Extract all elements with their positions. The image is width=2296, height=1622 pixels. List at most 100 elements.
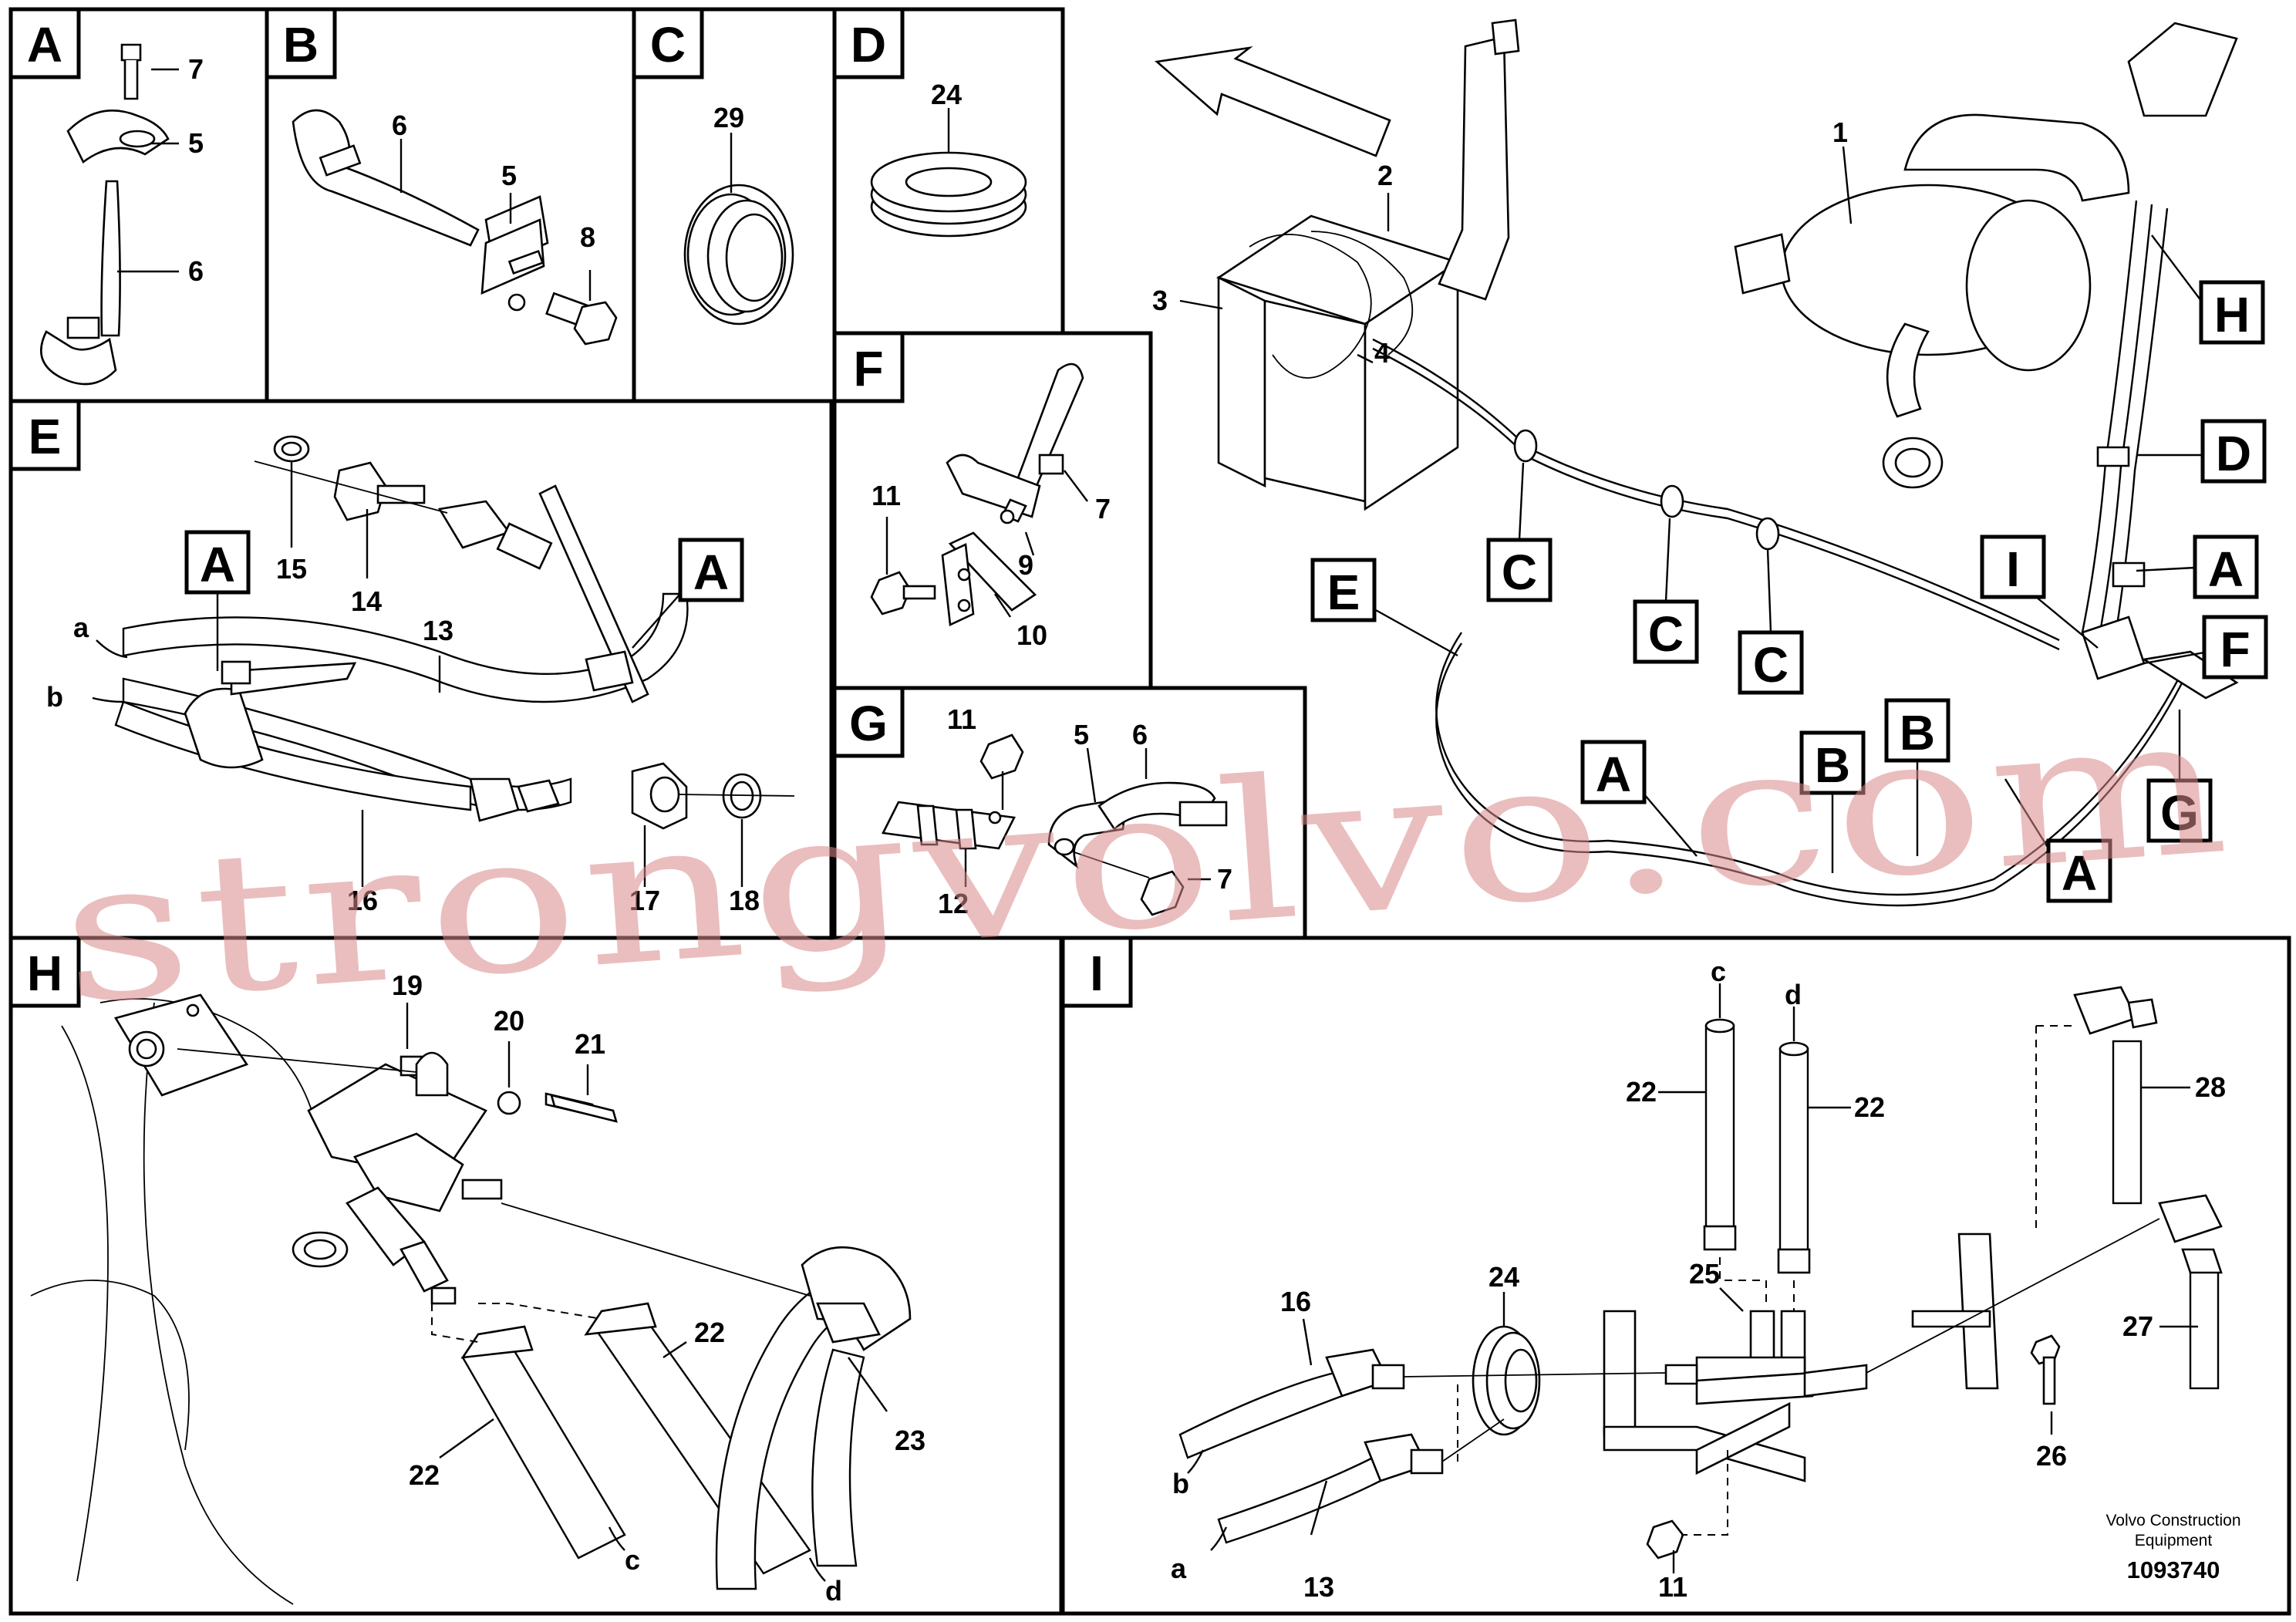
- svg-text:I: I: [1090, 946, 1104, 1001]
- panel-tag-g: G: [832, 686, 905, 758]
- svg-text:13: 13: [423, 615, 453, 646]
- svg-text:20: 20: [494, 1005, 524, 1037]
- svg-text:H: H: [2214, 287, 2250, 342]
- svg-text:17: 17: [629, 885, 660, 916]
- svg-text:3: 3: [1152, 285, 1168, 316]
- panel-tag-b: B: [265, 7, 337, 79]
- svg-text:15: 15: [276, 553, 307, 585]
- svg-text:19: 19: [392, 969, 423, 1001]
- svg-text:22: 22: [409, 1459, 440, 1491]
- svg-text:A: A: [2062, 845, 2097, 901]
- svg-text:a: a: [73, 612, 89, 643]
- panel-tag-f: F: [832, 331, 905, 403]
- svg-text:28: 28: [2195, 1071, 2226, 1103]
- svg-text:18: 18: [729, 885, 760, 916]
- panel-tag-d: D: [832, 7, 905, 79]
- publisher-subname: Equipment: [2135, 1532, 2213, 1549]
- panel-g-drawing: 11 5 6 12 7: [882, 703, 1232, 919]
- svg-text:12: 12: [938, 888, 969, 919]
- panel-h-drawing: 19 20 21 22 22 23 c d: [30, 969, 925, 1607]
- svg-text:22: 22: [1854, 1091, 1885, 1123]
- svg-text:24: 24: [1489, 1261, 1519, 1293]
- publisher-caption: Volvo Construction Equipment 1093740: [2106, 1512, 2240, 1583]
- svg-text:G: G: [2160, 785, 2199, 841]
- svg-text:29: 29: [713, 102, 744, 133]
- svg-text:5: 5: [1074, 719, 1089, 750]
- svg-text:H: H: [27, 946, 62, 1001]
- panel-tag-a: A: [8, 7, 81, 79]
- panel-c-drawing: 29: [683, 102, 794, 325]
- svg-text:C: C: [1502, 545, 1537, 600]
- svg-text:E: E: [1327, 565, 1360, 620]
- svg-text:b: b: [1172, 1468, 1189, 1499]
- svg-text:16: 16: [1280, 1286, 1311, 1317]
- svg-text:C: C: [650, 17, 686, 73]
- svg-text:23: 23: [895, 1425, 925, 1456]
- overview-drawing: [1155, 19, 2239, 907]
- svg-text:7: 7: [1217, 863, 1232, 895]
- svg-text:24: 24: [931, 79, 962, 110]
- publisher-name: Volvo Construction: [2106, 1512, 2240, 1529]
- svg-text:2: 2: [1377, 160, 1393, 191]
- svg-text:I: I: [2006, 541, 2020, 597]
- panel-frames: [8, 7, 2291, 1616]
- svg-text:A: A: [200, 537, 235, 592]
- svg-text:22: 22: [1626, 1076, 1657, 1108]
- svg-text:22: 22: [694, 1317, 725, 1348]
- svg-text:13: 13: [1303, 1571, 1334, 1603]
- svg-text:d: d: [1785, 979, 1802, 1010]
- svg-text:D: D: [851, 17, 886, 73]
- svg-text:c: c: [625, 1544, 640, 1576]
- panel-tag-h: H: [8, 936, 81, 1008]
- svg-text:b: b: [46, 681, 63, 713]
- svg-text:8: 8: [580, 221, 595, 253]
- svg-text:C: C: [1753, 637, 1789, 693]
- svg-text:B: B: [1900, 705, 1935, 760]
- svg-text:B: B: [1815, 737, 1850, 793]
- svg-text:1: 1: [1832, 116, 1848, 148]
- svg-text:A: A: [1596, 747, 1631, 802]
- svg-text:c: c: [1711, 956, 1726, 987]
- drawing-code: 1093740: [2127, 1556, 2220, 1583]
- panel-tag-i: I: [1060, 936, 1133, 1008]
- svg-text:5: 5: [188, 127, 204, 159]
- svg-text:A: A: [693, 545, 729, 600]
- svg-text:25: 25: [1689, 1258, 1720, 1290]
- svg-text:a: a: [1171, 1553, 1187, 1584]
- panel-f-drawing: 11 7 9 10: [870, 363, 1111, 651]
- svg-text:11: 11: [1658, 1571, 1687, 1603]
- svg-text:21: 21: [575, 1028, 605, 1060]
- svg-text:6: 6: [188, 255, 204, 287]
- panel-e-drawing: 15 14 13 16 17 18 a b A A: [46, 435, 795, 916]
- panel-tag-e: E: [8, 399, 81, 471]
- svg-text:7: 7: [1095, 493, 1111, 524]
- svg-text:16: 16: [347, 885, 378, 916]
- svg-text:27: 27: [2122, 1310, 2153, 1342]
- panel-d-drawing: 24: [870, 79, 1027, 238]
- svg-text:10: 10: [1017, 619, 1047, 651]
- svg-text:C: C: [1648, 606, 1684, 662]
- svg-text:11: 11: [872, 480, 901, 511]
- svg-text:11: 11: [947, 703, 976, 735]
- svg-text:F: F: [2220, 622, 2250, 677]
- svg-text:D: D: [2216, 426, 2251, 481]
- svg-text:14: 14: [351, 585, 382, 617]
- svg-text:7: 7: [188, 53, 204, 85]
- panel-a-drawing: 7 5 6: [40, 43, 204, 386]
- svg-text:A: A: [27, 17, 62, 73]
- svg-text:B: B: [283, 17, 319, 73]
- svg-text:6: 6: [392, 110, 407, 141]
- panel-b-drawing: 6 5 8: [292, 109, 618, 346]
- svg-text:A: A: [2208, 541, 2244, 597]
- svg-text:d: d: [825, 1575, 842, 1607]
- svg-text:26: 26: [2036, 1440, 2067, 1472]
- svg-text:6: 6: [1132, 719, 1148, 750]
- svg-text:F: F: [853, 341, 883, 396]
- panel-tag-c: C: [632, 7, 704, 79]
- svg-text:9: 9: [1018, 549, 1033, 581]
- panel-i-drawing: c d 22 22 28 24 25 16 27 26 b a 13 11: [1171, 956, 2226, 1603]
- svg-text:4: 4: [1374, 337, 1390, 369]
- svg-text:G: G: [849, 696, 888, 751]
- svg-text:5: 5: [501, 160, 517, 191]
